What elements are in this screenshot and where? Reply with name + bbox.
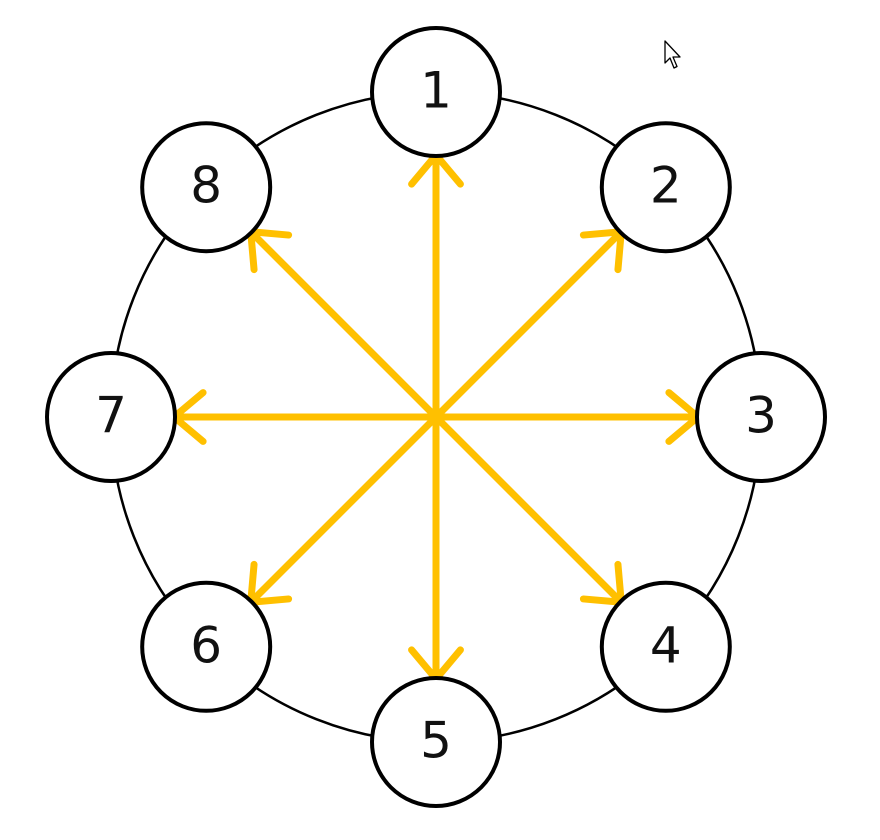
- node-circle-6: [140, 580, 273, 713]
- node-label-1: 1: [420, 62, 452, 120]
- node-label-7: 7: [95, 387, 127, 445]
- node-label-3: 3: [745, 387, 777, 445]
- node-3: 3: [695, 351, 827, 483]
- node-2: 2: [599, 121, 732, 254]
- node-circle-8: [140, 121, 273, 254]
- node-circle-5: [370, 676, 502, 808]
- arrow-shaft-to-node-2: [432, 228, 625, 421]
- node-label-4: 4: [650, 616, 682, 674]
- node-label-2: 2: [650, 157, 682, 215]
- node-label-6: 6: [190, 616, 222, 674]
- arrow-shaft-to-node-4: [432, 413, 625, 606]
- node-7: 7: [45, 351, 177, 483]
- node-circle-4: [599, 580, 732, 713]
- node-circle-7: [45, 351, 177, 483]
- node-6: 6: [140, 580, 273, 713]
- arrows-group: [170, 151, 702, 683]
- node-4: 4: [599, 580, 732, 713]
- node-label-5: 5: [420, 712, 452, 770]
- arrow-shaft-to-node-6: [247, 413, 440, 606]
- arrow-shaft-to-node-8: [247, 228, 440, 421]
- node-1: 1: [370, 26, 502, 158]
- node-circle-1: [370, 26, 502, 158]
- node-circle-3: [695, 351, 827, 483]
- node-5: 5: [370, 676, 502, 808]
- node-label-8: 8: [190, 157, 222, 215]
- mouse-pointer-icon: [664, 40, 681, 69]
- node-circle-2: [599, 121, 732, 254]
- nodes-group: 1 2 3 4 5 6 7 8: [45, 26, 827, 808]
- node-8: 8: [140, 121, 273, 254]
